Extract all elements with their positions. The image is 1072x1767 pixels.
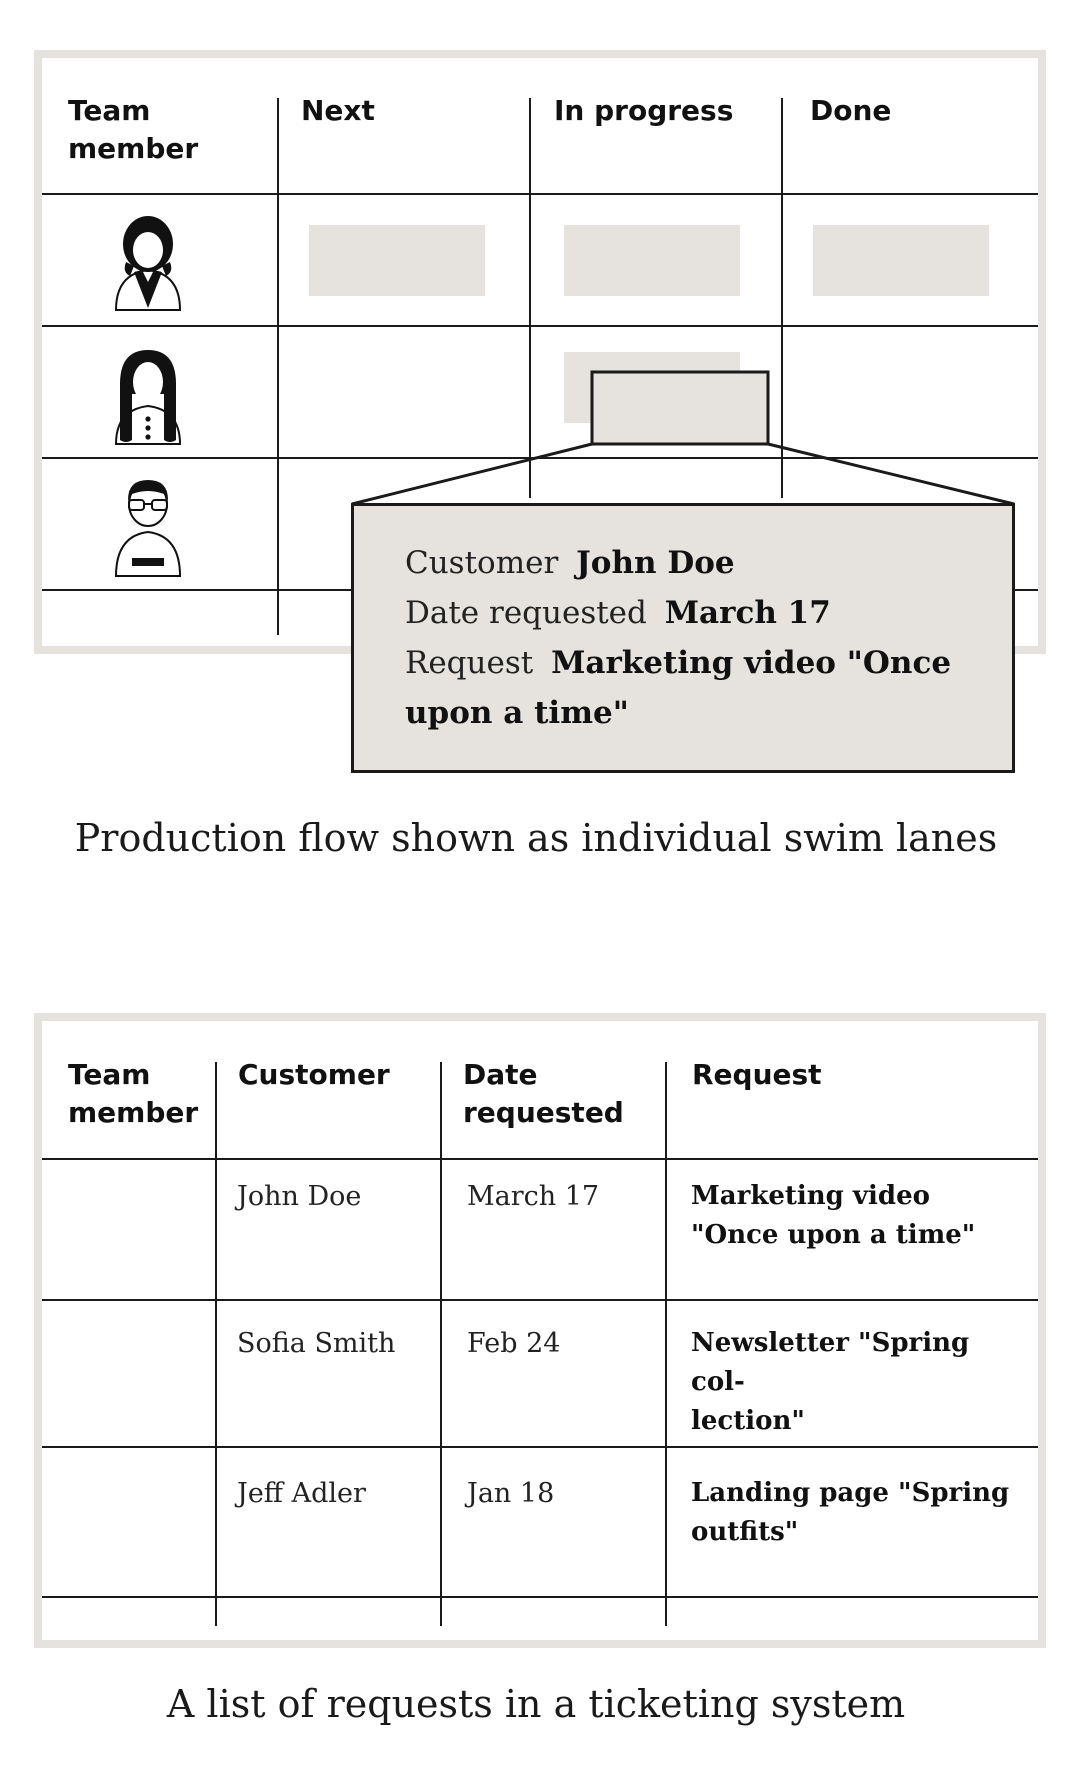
list-row-divider — [42, 1299, 1038, 1301]
board-caption: Production flow shown as individual swim… — [74, 816, 998, 860]
callout-customer-value: John Doe — [576, 545, 735, 581]
board-row-divider — [42, 325, 1038, 327]
callout-date-label: Date requested — [405, 595, 647, 631]
woman-long-hair-icon — [114, 350, 182, 445]
man-glasses-icon — [114, 480, 182, 577]
selected-task-card — [590, 370, 770, 446]
board-header-team-member: Team member — [68, 94, 199, 165]
list-column-divider — [440, 1062, 442, 1626]
list-header-date-requested: Date requested — [463, 1058, 624, 1129]
list-header-divider — [42, 1158, 1038, 1160]
board-header-divider — [42, 193, 1038, 195]
list-cell-date: Jan 18 — [467, 1478, 555, 1509]
list-cell-date: March 17 — [467, 1181, 600, 1212]
callout-request-label: Request — [405, 645, 534, 681]
list-cell-request[interactable]: Landing page "Spring outfits" — [691, 1478, 1010, 1547]
task-card[interactable] — [813, 225, 989, 296]
list-row-divider — [42, 1596, 1038, 1598]
board-column-divider — [529, 98, 531, 498]
task-card[interactable] — [309, 225, 485, 296]
callout-request-value: Marketing video "Once upon a time" — [405, 645, 952, 731]
callout-customer-row: Customer John Doe — [405, 538, 1012, 588]
list-header-team-member: Team member — [68, 1058, 199, 1129]
list-cell-customer: Jeff Adler — [237, 1478, 366, 1509]
task-detail-callout: Customer John Doe Date requested March 1… — [351, 503, 1015, 773]
list-caption: A list of requests in a ticketing system — [166, 1682, 906, 1726]
woman-short-hair-icon — [114, 216, 182, 311]
list-column-divider — [215, 1062, 217, 1626]
callout-connector — [351, 370, 1015, 506]
board-column-divider — [277, 98, 279, 635]
board-header-in-progress: In progress — [554, 94, 734, 127]
list-cell-request[interactable]: Newsletter "Spring col- lection" — [691, 1328, 970, 1436]
list-cell-customer: Sofia Smith — [237, 1328, 396, 1359]
list-header-customer: Customer — [238, 1058, 390, 1091]
list-column-divider — [665, 1062, 667, 1626]
callout-date-row: Date requested March 17 — [405, 588, 1012, 638]
board-header-done: Done — [810, 94, 892, 127]
list-row-divider — [42, 1446, 1038, 1448]
board-column-divider — [781, 98, 783, 498]
board-header-next: Next — [301, 94, 375, 127]
callout-customer-label: Customer — [405, 545, 559, 581]
list-cell-date: Feb 24 — [467, 1328, 561, 1359]
list-cell-request[interactable]: Marketing video "Once upon a time" — [691, 1181, 976, 1250]
callout-date-value: March 17 — [664, 595, 831, 631]
list-header-request: Request — [692, 1058, 822, 1091]
ticket-list — [34, 1013, 1046, 1648]
list-cell-customer: John Doe — [237, 1181, 362, 1212]
callout-request-row: Request Marketing video "Once upon a tim… — [405, 638, 965, 738]
task-card[interactable] — [564, 225, 740, 296]
